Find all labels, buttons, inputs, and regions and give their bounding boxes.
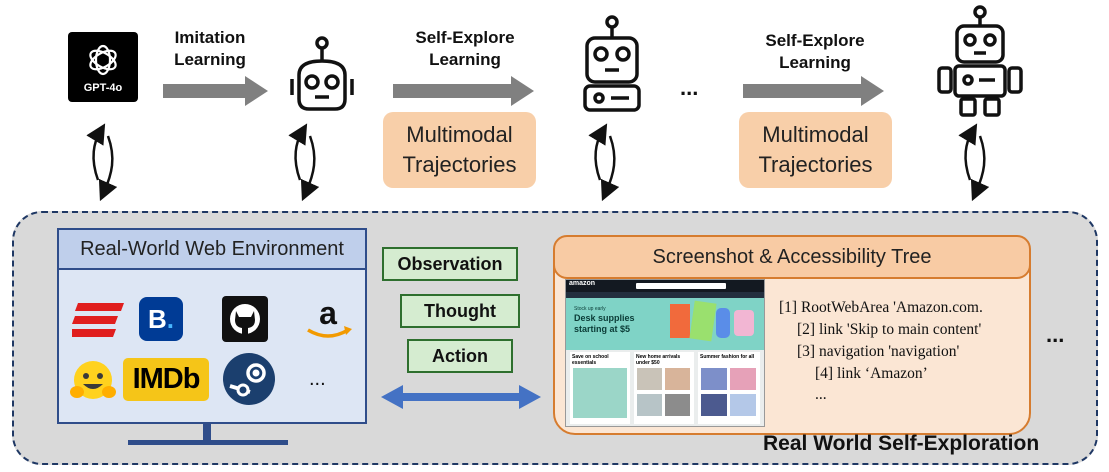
amazon-hero-line2: Desk supplies — [574, 313, 635, 323]
screenshot-tree-title: Screenshot & Accessibility Tree — [553, 235, 1031, 279]
amazon-screenshot-subnav — [566, 292, 764, 298]
amazon-card-3-image-4 — [730, 394, 756, 416]
openai-icon — [89, 44, 117, 76]
amazon-card-2-image-2 — [665, 368, 690, 390]
hero-item-3 — [716, 308, 730, 338]
svg-text:a: a — [319, 296, 337, 331]
tree-line-1: [1] RootWebArea 'Amazon.com. — [779, 299, 983, 316]
swap-arrow-4b — [970, 135, 990, 202]
self-explore-label-2-line2: Learning — [779, 53, 851, 72]
trajectories-box-1-line1: Multimodal — [406, 122, 513, 147]
amazon-card-2-image-4 — [665, 394, 690, 416]
amazon-card-2-image-3 — [637, 394, 662, 416]
hero-item-2 — [689, 300, 717, 342]
tree-line-5: ... — [815, 386, 827, 403]
swap-arrow-1b — [98, 135, 118, 202]
amazon-icon: a — [307, 296, 352, 338]
hero-item-1 — [670, 304, 690, 338]
imitation-arrow — [163, 84, 247, 98]
trajectories-box-2-line1: Multimodal — [762, 122, 869, 147]
self-explore-arrow-2-head — [861, 76, 884, 106]
trajectories-box-1-line2: Trajectories — [402, 152, 517, 177]
amazon-card-2: New home arrivals under $50 — [634, 352, 694, 424]
gpt-4o-label: GPT-4o — [83, 82, 123, 94]
self-explore-arrow-2 — [743, 84, 863, 98]
swap-arrow-2b — [300, 135, 320, 202]
interaction-double-arrow — [381, 385, 541, 409]
more-sites: ... — [309, 368, 326, 390]
action-box: Action — [407, 339, 513, 373]
self-explore-label-1-line1: Self-Explore — [415, 28, 515, 47]
amazon-screenshot-brand: amazon — [569, 280, 596, 287]
amazon-screenshot-navbar: amazon — [566, 280, 764, 292]
imitation-label: Imitation Learning — [150, 27, 270, 71]
robot-full-icon — [937, 5, 1023, 117]
amazon-card-3-image-2 — [730, 368, 756, 390]
amazon-card-2-title: New home arrivals under $50 — [636, 354, 681, 366]
monitor-stand — [203, 424, 211, 444]
self-explore-arrow-1-head — [511, 76, 534, 106]
amazon-hero-line1: Stock up early — [574, 306, 606, 312]
right-ellipsis: ... — [1046, 322, 1065, 347]
swap-arrow-2a — [288, 123, 308, 181]
thought-box: Thought — [400, 294, 520, 328]
imdb-text: IMDb — [132, 363, 201, 395]
swap-arrow-3a — [588, 123, 608, 181]
imitation-label-line2: Learning — [174, 50, 246, 69]
top-arrows — [163, 76, 884, 106]
self-explore-label-1-line2: Learning — [429, 50, 501, 69]
self-explore-label-1: Self-Explore Learning — [390, 27, 540, 71]
trajectories-box-2-line2: Trajectories — [758, 152, 873, 177]
amazon-hero-line3: starting at $5 — [574, 324, 631, 334]
amazon-card-1: Save on school essentials — [570, 352, 630, 424]
amazon-card-3-image-3 — [701, 394, 727, 416]
robot-torso-icon — [583, 15, 641, 112]
amazon-card-1-image — [573, 368, 627, 418]
espn-icon — [72, 303, 124, 337]
tree-line-3: [3] navigation 'navigation' — [797, 343, 960, 360]
steam-icon — [223, 353, 275, 405]
web-environment-title: Real-World Web Environment — [57, 228, 367, 270]
amazon-screenshot-hero: Stock up early Desk supplies starting at… — [566, 298, 764, 350]
monitor-base — [128, 440, 288, 445]
tree-line-4: [4] link ‘Amazon’ — [815, 365, 928, 382]
amazon-card-3: Summer fashion for all — [698, 352, 760, 424]
robot-head-icon — [290, 36, 354, 111]
amazon-screenshot-search — [636, 283, 726, 289]
amazon-card-2-image-1 — [637, 368, 662, 390]
amazon-card-3-title: Summer fashion for all — [700, 354, 755, 360]
top-ellipsis: ... — [680, 75, 699, 100]
imdb-icon: IMDb — [123, 358, 209, 401]
self-explore-label-2-line1: Self-Explore — [765, 31, 865, 50]
booking-icon: B. — [139, 297, 183, 341]
gpt-4o-logo: GPT-4o — [68, 32, 138, 102]
trajectories-box-2: Multimodal Trajectories — [739, 112, 892, 188]
tree-line-2: [2] link 'Skip to main content' — [797, 321, 982, 338]
self-explore-label-2: Self-Explore Learning — [740, 30, 890, 74]
trajectories-box-1: Multimodal Trajectories — [383, 112, 536, 188]
amazon-screenshot: amazon Stock up early Desk supplies star… — [565, 279, 765, 427]
amazon-card-3-image-1 — [701, 368, 727, 390]
amazon-card-1-title: Save on school essentials — [572, 354, 609, 366]
panel-label: Real World Self-Exploration — [763, 432, 1040, 455]
swap-arrow-3b — [600, 135, 620, 202]
interaction-arrows — [86, 123, 990, 202]
hero-item-4 — [734, 310, 754, 336]
self-explore-arrow-1 — [393, 84, 513, 98]
swap-arrow-4a — [958, 123, 978, 181]
imitation-label-line1: Imitation — [174, 28, 246, 47]
github-icon — [222, 296, 268, 342]
observation-box: Observation — [382, 247, 518, 281]
swap-arrow-1a — [86, 123, 106, 181]
huggingface-icon — [70, 361, 116, 399]
imitation-arrow-head — [245, 76, 268, 106]
